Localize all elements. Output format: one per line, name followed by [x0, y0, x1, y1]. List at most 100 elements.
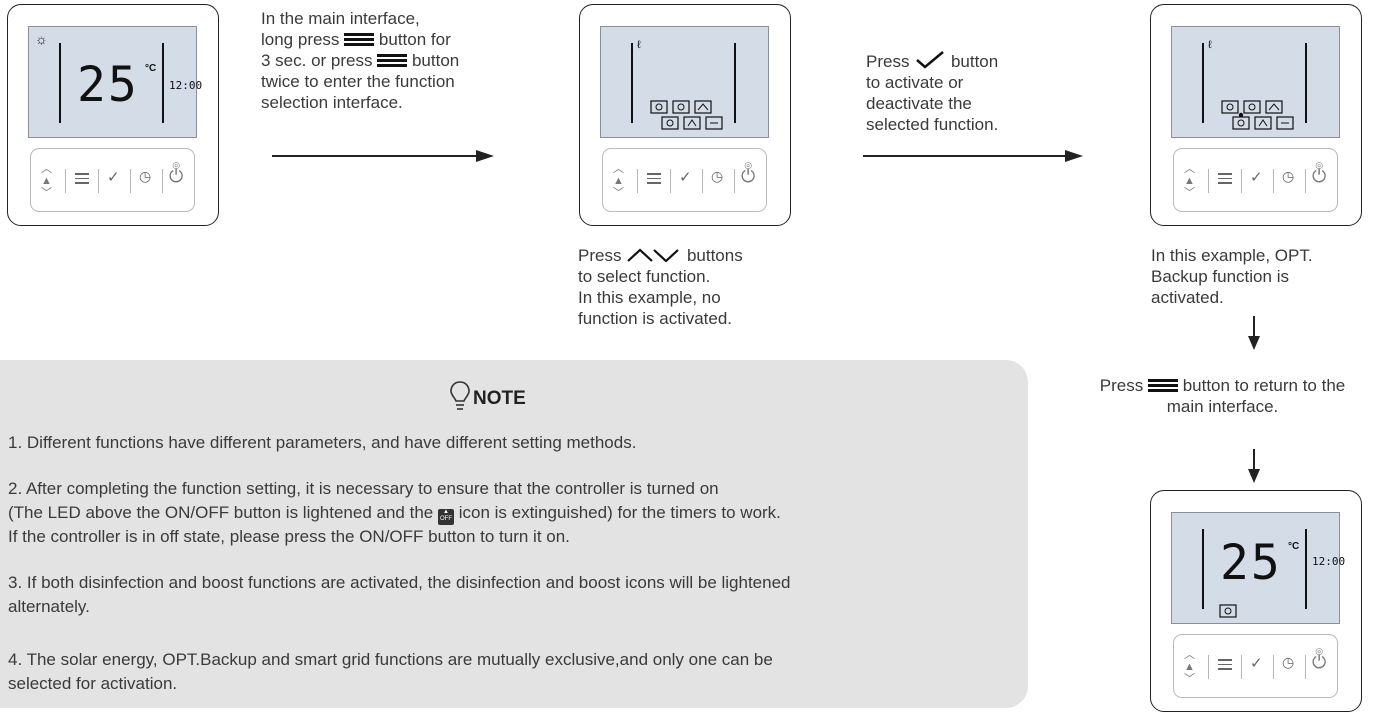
- up-down-icon[interactable]: ︿▲﹀: [41, 163, 52, 199]
- temperature-readout: 25: [1220, 535, 1282, 591]
- step3-caption: In this example, OPT. Backup function is…: [1151, 245, 1371, 308]
- menu-icon: [377, 53, 408, 67]
- note-item-3-line-1: 3. If both disinfection and boost functi…: [8, 573, 791, 592]
- note-title: NOTE: [473, 388, 526, 409]
- text-line: In this example, no: [578, 288, 721, 307]
- down-icon: [653, 249, 679, 263]
- text-line: selection interface.: [261, 93, 403, 112]
- power-icon[interactable]: ◎⏻: [169, 160, 184, 186]
- text-line: Press: [1099, 376, 1144, 395]
- function-icons: [650, 100, 723, 130]
- lcd-screen: ℓ: [1171, 26, 1340, 138]
- note-item-2-line-3: If the controller is in off state, pleas…: [8, 527, 570, 546]
- text-line: In this example, OPT.: [1151, 246, 1313, 265]
- function-icons: [1221, 100, 1294, 130]
- clock-icon[interactable]: ◷: [1282, 654, 1295, 670]
- power-icon[interactable]: ◎⏻: [1312, 160, 1327, 186]
- text-line: Backup function is: [1151, 267, 1289, 286]
- menu-icon[interactable]: [1218, 659, 1232, 670]
- up-icon: [627, 248, 653, 262]
- thermometer-icon: ℓ: [637, 39, 641, 51]
- lcd-divider: [162, 43, 164, 123]
- up-down-icon[interactable]: ︿▲﹀: [613, 163, 624, 199]
- lightbulb-icon: [450, 381, 470, 410]
- check-icon[interactable]: ✓: [107, 169, 120, 186]
- clock-icon[interactable]: ◷: [711, 168, 724, 184]
- power-icon[interactable]: ◎⏻: [741, 160, 756, 186]
- lcd-divider: [59, 43, 61, 123]
- opt-backup-icon: [1219, 604, 1237, 618]
- text-line: main interface.: [1166, 397, 1279, 416]
- text-line: activated.: [1151, 288, 1224, 307]
- lcd-screen: ☼ 25 °C 12:00: [28, 26, 202, 138]
- lcd-divider: [1305, 43, 1307, 123]
- arrow-down-icon: [1248, 449, 1260, 483]
- menu-icon[interactable]: [1218, 173, 1232, 184]
- text-line: 3 sec. or press: [261, 51, 373, 70]
- keypad: ︿▲﹀ ✓ ◷ ◎⏻: [30, 148, 195, 212]
- arrow-right-icon: [272, 150, 494, 162]
- keypad: ︿▲﹀ ✓ ◷ ◎⏻: [1173, 634, 1338, 698]
- note-item-3-line-2: alternately.: [8, 597, 90, 616]
- clock-icon[interactable]: ◷: [1282, 168, 1295, 184]
- lcd-screen: ℓ: [600, 26, 769, 138]
- menu-icon: [1147, 378, 1178, 392]
- text-line: (The LED above the ON/OFF button is ligh…: [8, 503, 434, 522]
- check-icon: [916, 51, 945, 69]
- temperature-unit: °C: [145, 63, 157, 74]
- arrow-down-icon: [1248, 316, 1260, 350]
- lcd-divider: [631, 43, 633, 123]
- check-icon[interactable]: ✓: [1250, 655, 1263, 672]
- up-down-icon[interactable]: ︿▲﹀: [1184, 649, 1195, 685]
- text-line: buttons: [686, 246, 743, 265]
- controller-main-2: 25 °C 12:00 ︿▲﹀ ✓ ◷ ◎⏻: [1150, 490, 1362, 712]
- text-line: function is activated.: [578, 309, 733, 328]
- controller-function-select: ℓ ︿▲﹀ ✓ ◷ ◎⏻: [579, 4, 791, 226]
- temperature-unit: °C: [1288, 541, 1300, 552]
- text-line: In the main interface,: [261, 9, 420, 28]
- step2-caption: Press buttons to select function. In thi…: [578, 245, 798, 329]
- text-line: button for: [378, 30, 451, 49]
- lcd-screen: 25 °C 12:00: [1171, 512, 1345, 624]
- text-line: selected function.: [866, 115, 999, 134]
- note-box: NOTE 1. Different functions have differe…: [0, 360, 1028, 708]
- note-item-1: 1. Different functions have different pa…: [8, 433, 637, 452]
- clock-readout: 12:00: [1312, 555, 1346, 568]
- lcd-divider: [1305, 529, 1307, 609]
- keypad: ︿▲﹀ ✓ ◷ ◎⏻: [602, 148, 767, 212]
- thermometer-icon: ℓ: [1208, 39, 1212, 51]
- temperature-readout: 25: [77, 57, 139, 113]
- menu-icon[interactable]: [647, 173, 661, 184]
- lcd-divider: [1202, 529, 1204, 609]
- menu-icon: [344, 32, 375, 46]
- up-down-icon[interactable]: ︿▲﹀: [1184, 163, 1195, 199]
- note-item-2-line-2: (The LED above the ON/OFF button is ligh…: [8, 502, 1008, 525]
- text-line: button: [411, 51, 460, 70]
- check-icon[interactable]: ✓: [1250, 169, 1263, 186]
- text-line: Press: [578, 246, 622, 265]
- note-item-2-line-1: 2. After completing the function setting…: [8, 479, 719, 498]
- sun-icon: ☼: [35, 31, 48, 47]
- text-line: to select function.: [578, 267, 711, 286]
- controller-function-activated: ℓ ︿▲﹀ ✓ ◷ ◎⏻: [1150, 4, 1362, 226]
- text-line: icon is extinguished) for the timers to …: [458, 503, 781, 522]
- check-icon[interactable]: ✓: [679, 169, 692, 186]
- lcd-divider: [1202, 43, 1204, 123]
- power-icon[interactable]: ◎⏻: [1312, 646, 1327, 672]
- step3-instructions: Press button to activate or deactivate t…: [866, 50, 1066, 135]
- text-line: deactivate the: [866, 94, 972, 113]
- keypad: ︿▲﹀ ✓ ◷ ◎⏻: [1173, 148, 1338, 212]
- note-item-4-line-1: 4. The solar energy, OPT.Backup and smar…: [8, 650, 773, 669]
- arrow-right-icon: [863, 150, 1083, 162]
- text-line: to activate or: [866, 73, 964, 92]
- text-line: button to return to the: [1182, 376, 1346, 395]
- text-line: long press: [261, 30, 340, 49]
- menu-icon[interactable]: [75, 173, 89, 184]
- text-line: button: [950, 52, 999, 71]
- step1-instructions: In the main interface, long press button…: [261, 8, 521, 113]
- clock-readout: 12:00: [169, 79, 203, 92]
- controller-main-1: ☼ 25 °C 12:00 ︿▲﹀ ✓ ◷ ◎⏻: [7, 4, 219, 226]
- note-item-4-line-2: selected for activation.: [8, 674, 178, 693]
- clock-icon[interactable]: ◷: [139, 168, 152, 184]
- step4-instructions: Press button to return to the main inter…: [1066, 375, 1379, 417]
